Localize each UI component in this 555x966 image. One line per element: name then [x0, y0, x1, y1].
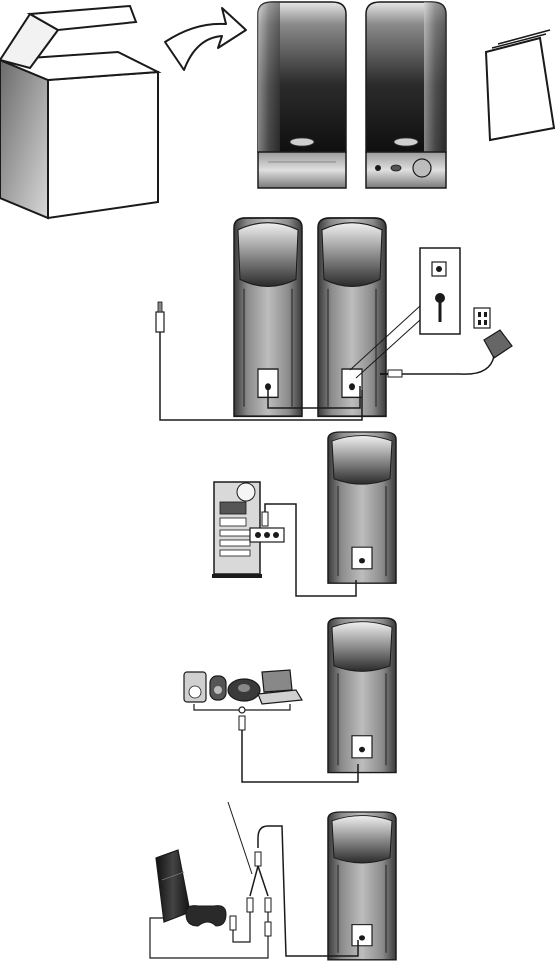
- power-led-icon: [391, 165, 401, 171]
- cd-player-icon: [228, 679, 260, 701]
- step-unpack: [0, 2, 554, 218]
- sound-card-jacks: [250, 528, 284, 542]
- laptop-icon: [258, 670, 302, 704]
- step-portable-player-connection: [184, 618, 396, 782]
- headphone-plug: [156, 302, 164, 332]
- arrow-icon: [165, 8, 246, 70]
- mp3-player-icon: [184, 672, 206, 702]
- right-speaker-back-portable: [328, 618, 396, 773]
- manual-booklet-icon: [486, 30, 554, 140]
- step-power-and-wiring: [156, 218, 512, 420]
- right-speaker-front: [366, 2, 446, 188]
- gamepad-icon: [186, 906, 226, 926]
- left-speaker-back: [234, 218, 302, 416]
- right-speaker-back-computer: [328, 432, 396, 583]
- mini-player-icon: [210, 676, 226, 700]
- volume-knob-icon: [413, 159, 431, 177]
- step-computer-connection: [212, 432, 396, 596]
- game-console-icon: [156, 850, 190, 922]
- left-speaker-front: [258, 2, 346, 188]
- right-speaker-back: [318, 218, 386, 416]
- right-speaker-back-console: [328, 812, 396, 960]
- wall-outlet-icon: [420, 248, 460, 334]
- step-game-console-connection: [150, 802, 396, 960]
- box-icon: [0, 6, 158, 218]
- headphone-jack-icon: [375, 165, 381, 171]
